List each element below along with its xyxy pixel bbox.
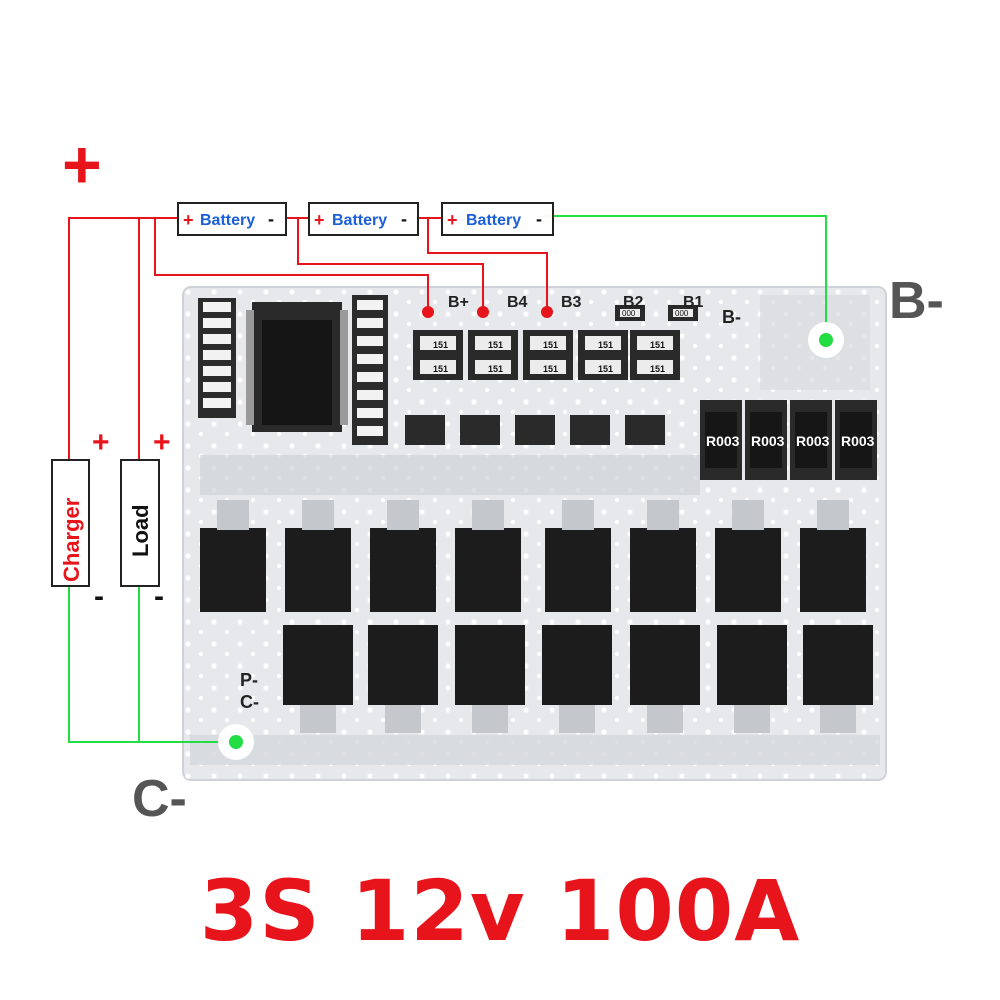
smd-code-label: 151 bbox=[598, 364, 613, 374]
smd-code-label: 151 bbox=[650, 340, 665, 350]
c-minus-label: C- bbox=[132, 770, 187, 828]
mosfet-bottom-row bbox=[283, 625, 873, 733]
pad-label-p-minus: P- bbox=[240, 670, 258, 690]
charger-plus-label: + bbox=[92, 426, 110, 459]
b-minus-label: B- bbox=[889, 272, 944, 330]
shunt-resistors bbox=[700, 400, 877, 480]
battery-label: Battery bbox=[200, 212, 255, 229]
pad-label-b-plus: B+ bbox=[448, 294, 469, 311]
right-resistor-array bbox=[352, 295, 388, 445]
load-minus-label: - bbox=[154, 580, 164, 613]
product-title: 3S 12v 100A bbox=[199, 862, 801, 960]
shunt-code: R003 bbox=[796, 433, 830, 449]
battery-plus-label: + bbox=[314, 210, 325, 230]
b-plus-wire-dot bbox=[422, 306, 434, 318]
battery-minus-label: - bbox=[536, 209, 542, 229]
smd-code-label: 151 bbox=[433, 364, 448, 374]
smd-code-label: 151 bbox=[650, 364, 665, 374]
b3-wire-dot bbox=[541, 306, 553, 318]
battery-label: Battery bbox=[466, 212, 521, 229]
smd-code-label: 151 bbox=[543, 340, 558, 350]
charger-minus-label: - bbox=[94, 580, 104, 613]
battery-minus-label: - bbox=[268, 209, 274, 229]
mosfet-top-row bbox=[200, 500, 866, 612]
smd-code-label: 151 bbox=[488, 364, 503, 374]
pad-label-c-minus: C- bbox=[240, 692, 259, 712]
left-resistor-array bbox=[198, 298, 236, 418]
battery-2: + Battery - bbox=[308, 202, 419, 236]
smd-code-label: 151 bbox=[433, 340, 448, 350]
charger-label: Charger bbox=[59, 497, 84, 582]
c-minus-wire-dot bbox=[229, 735, 243, 749]
battery-plus-label: + bbox=[447, 210, 458, 230]
controller-ic bbox=[246, 302, 348, 432]
smd-code-label: 151 bbox=[543, 364, 558, 374]
pad-label-b4: B4 bbox=[507, 294, 528, 311]
load-box: Load bbox=[120, 459, 160, 587]
pad-label-b-minus: B- bbox=[722, 307, 741, 327]
pad-label-b1: B1 bbox=[683, 294, 704, 311]
battery-1: + Battery - bbox=[177, 202, 287, 236]
smd-code-label: 000 bbox=[622, 309, 636, 318]
battery-3: + Battery - bbox=[441, 202, 554, 236]
smd-code-label: 151 bbox=[598, 340, 613, 350]
red-wires bbox=[68, 217, 548, 460]
battery-plus-label: + bbox=[183, 210, 194, 230]
battery-minus-label: - bbox=[401, 209, 407, 229]
shunt-code: R003 bbox=[706, 433, 740, 449]
shunt-code: R003 bbox=[841, 433, 875, 449]
green-wires bbox=[68, 215, 827, 743]
b4-wire-dot bbox=[477, 306, 489, 318]
charger-box: Charger bbox=[51, 459, 90, 587]
positive-sign: + bbox=[62, 127, 102, 203]
b-minus-wire-dot bbox=[819, 333, 833, 347]
battery-label: Battery bbox=[332, 212, 387, 229]
balance-components bbox=[405, 305, 698, 445]
shunt-code: R003 bbox=[751, 433, 785, 449]
smd-code-label: 000 bbox=[675, 309, 689, 318]
smd-code-label: 151 bbox=[488, 340, 503, 350]
load-plus-label: + bbox=[153, 426, 171, 459]
load-label: Load bbox=[128, 504, 153, 557]
pad-label-b2: B2 bbox=[623, 294, 644, 311]
pad-label-b3: B3 bbox=[561, 294, 582, 311]
